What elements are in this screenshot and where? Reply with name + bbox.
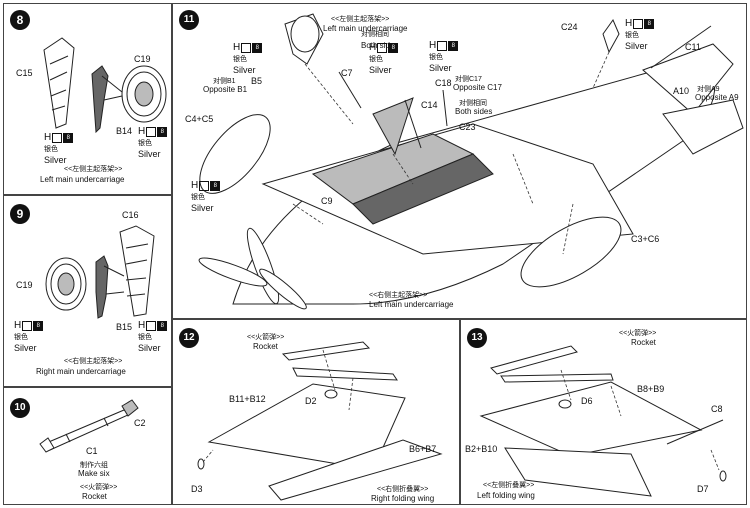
part-label-d2: D2	[305, 396, 317, 406]
opposite-b1: Opposite B1	[203, 85, 248, 94]
part-label-c11: C11	[685, 42, 701, 52]
part-label-c14: C14	[421, 100, 438, 110]
step-10-panel: 10 C1 C2 制作六组 Make six <<火箭弹>> Rocket	[3, 387, 172, 505]
step-number-8: 8	[10, 10, 30, 30]
part-label-c9: C9	[321, 196, 333, 206]
step-number-13: 13	[467, 328, 487, 348]
rocket-cn: <<火箭弹>>	[247, 334, 285, 341]
caption: Left folding wing	[477, 491, 535, 500]
step-11-drawing	[198, 13, 744, 310]
opposite-a9: Opposite A9	[695, 93, 739, 102]
top-caption-cn: <<左侧主起落架>>	[331, 16, 390, 23]
caption: Left main undercarriage	[40, 175, 125, 184]
step-number-12: 12	[179, 328, 199, 348]
part-label-c15: C15	[16, 68, 33, 78]
part-label-b2b10: B2+B10	[465, 444, 498, 454]
caption-cn: <<左侧折叠翼>>	[483, 482, 535, 489]
both-sides: Both sides	[455, 107, 493, 116]
part-label-c4c5: C4+C5	[185, 114, 214, 124]
part-label-b11b12: B11+B12	[229, 394, 266, 404]
step-8-drawing	[43, 37, 167, 134]
step-12-panel: 12 <<火箭弹>> Rocket B11+B12 D2 B6+B7 D3 <<…	[172, 319, 460, 505]
caption-cn: <<火箭弹>>	[80, 484, 118, 491]
step-number-11: 11	[179, 10, 199, 30]
part-label-b14: B14	[116, 126, 133, 136]
paint-callout: 对侧相同 Both sides	[361, 31, 399, 50]
bottom-caption: Left main undercarriage	[369, 300, 454, 309]
rocket-cn: <<火箭弹>>	[619, 330, 657, 337]
caption-cn: <<右侧主起落架>>	[64, 358, 123, 365]
part-label-c2: C2	[134, 418, 146, 428]
part-label-b8b9: B8+B9	[637, 384, 665, 394]
part-label-c7: C7	[341, 68, 353, 78]
opposite-a9-cn: 对侧A9	[697, 86, 720, 93]
step-number-9: 9	[10, 204, 30, 224]
both-sides-cn: 对侧相同	[459, 100, 487, 107]
step-13-drawing	[479, 345, 727, 497]
rocket-label: Rocket	[253, 342, 278, 351]
caption: Right folding wing	[371, 494, 435, 503]
step-11-panel: 11 <<左侧主起落架>	[172, 3, 747, 319]
part-label-c18: C18	[435, 78, 452, 88]
part-label-c8: C8	[711, 404, 723, 414]
caption: Right main undercarriage	[36, 367, 126, 376]
step-13-panel: 13 <<火箭弹>> Rocket B8+B9 D6 C8 B2+B10 D7 …	[460, 319, 747, 505]
bottom-caption-cn: <<右侧主起落架>>	[369, 292, 428, 299]
step-10-drawing	[39, 399, 139, 453]
note-cn: 制作六组	[80, 462, 108, 469]
part-label-d7: D7	[697, 484, 709, 494]
part-label-b6b7: B6+B7	[409, 444, 437, 454]
top-caption: Left main undercarriage	[323, 24, 408, 33]
part-label-c23: C23	[459, 122, 476, 132]
rocket-label: Rocket	[631, 338, 656, 347]
part-label-c16: C16	[122, 210, 139, 220]
part-label-c1: C1	[86, 446, 98, 456]
note: Make six	[78, 469, 110, 478]
part-label-c19: C19	[16, 280, 33, 290]
part-label-c24: C24	[561, 22, 578, 32]
part-label-c3c6: C3+C6	[631, 234, 660, 244]
caption: Rocket	[82, 492, 107, 501]
part-label-d6: D6	[581, 396, 593, 406]
part-label-b5: B5	[251, 76, 263, 86]
caption-cn: <<左侧主起落架>>	[64, 166, 123, 173]
step-12-drawing	[197, 341, 443, 501]
caption-cn: <<右侧折叠翼>>	[377, 486, 429, 493]
part-label-d3: D3	[191, 484, 203, 494]
part-label-a10: A10	[673, 86, 690, 96]
step-number-10: 10	[10, 398, 30, 418]
step-9-drawing	[45, 225, 155, 319]
opposite-c17: Opposite C17	[453, 83, 502, 92]
opposite-c17-cn: 对侧C17	[455, 76, 482, 83]
part-label-c19: C19	[134, 54, 151, 64]
part-label-b15: B15	[116, 322, 133, 332]
opposite-b1-cn: 对侧B1	[213, 78, 236, 85]
